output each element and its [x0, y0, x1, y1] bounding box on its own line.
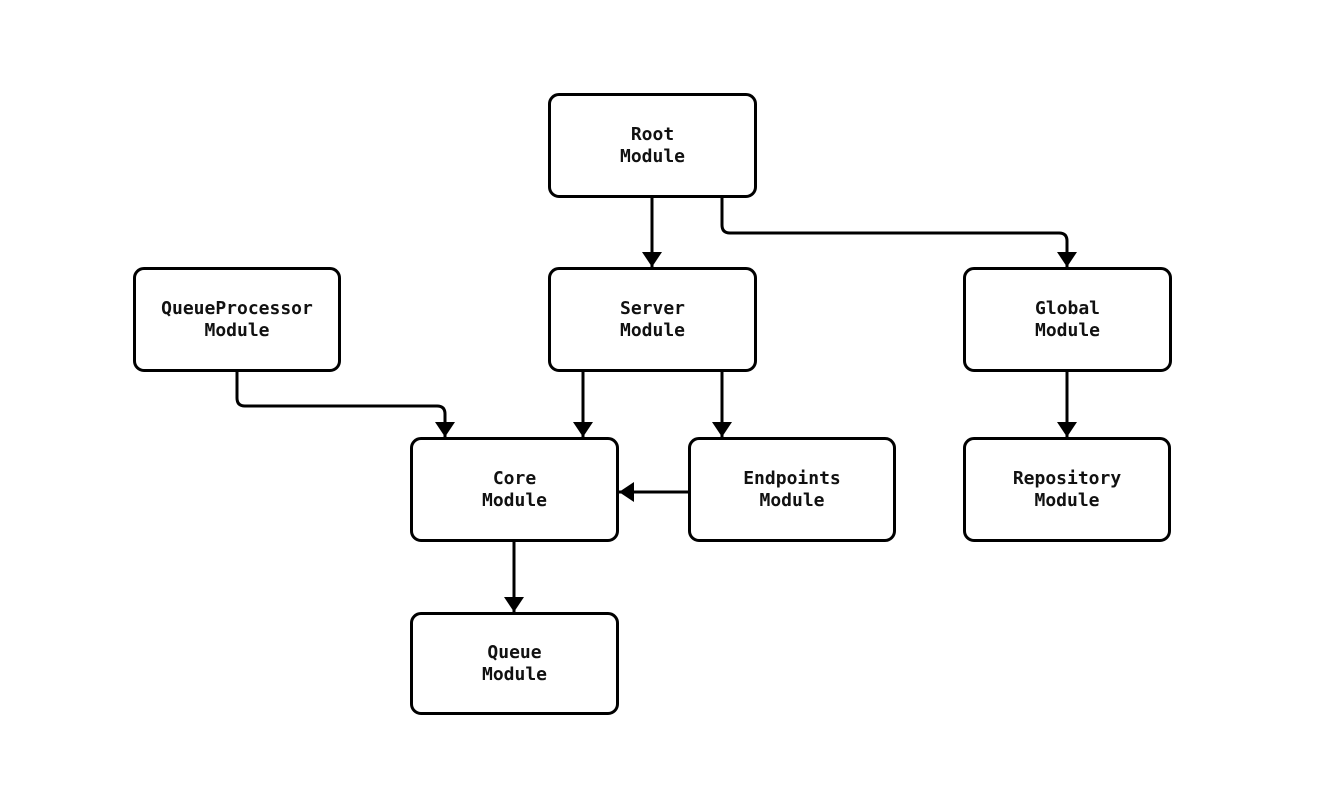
node-label-line: Module — [1034, 489, 1100, 511]
node-label-line: Module — [619, 319, 686, 341]
node-label-line: QueueProcessor — [161, 297, 313, 319]
node-label-line: Module — [481, 663, 548, 685]
node-label-line: Repository — [1012, 467, 1122, 489]
node-label-line: Server — [619, 297, 686, 319]
node-label-line: Module — [759, 489, 825, 511]
node-label-line: Module — [1034, 319, 1101, 341]
edge-root-to-global — [720, 198, 1077, 267]
node-label-line: Root — [630, 123, 675, 145]
node-label-line: Global — [1034, 297, 1101, 319]
node-label-line: Module — [481, 489, 548, 511]
node-label-line: Endpoints — [743, 467, 841, 489]
node-label-line: Queue — [487, 641, 542, 663]
node-label-line: Module — [619, 145, 686, 167]
node-label-line: Core — [492, 467, 537, 489]
node-label-line: Module — [204, 319, 270, 341]
edges-group — [235, 198, 1077, 612]
edge-queueprocessor-to-core — [235, 372, 455, 437]
